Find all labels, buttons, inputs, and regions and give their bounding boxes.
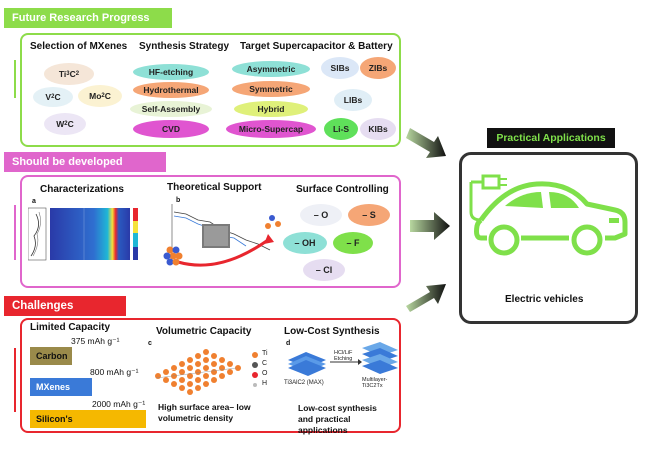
future-research-header: Future Research Progress — [4, 8, 172, 28]
limited-capacity-title: Limited Capacity — [30, 322, 111, 333]
synthesis-title: Synthesis Strategy — [139, 41, 230, 52]
develop-side-line — [14, 205, 16, 260]
develop-header: Should be developed — [4, 152, 166, 172]
surface-title: Surface Controlling — [296, 184, 389, 195]
silicon-bar: Silicon's — [30, 410, 146, 428]
panel-b-label: b — [176, 197, 181, 204]
volumetric-lattice — [155, 349, 241, 395]
future-research-panel — [20, 33, 401, 147]
arrow-middle-icon — [410, 212, 450, 240]
battery-pill: LIBs — [334, 89, 372, 111]
battery-pill: KIBs — [360, 118, 396, 140]
silicon-value: 2000 mAh g⁻¹ — [92, 399, 146, 409]
synthesis-pill: CVD — [133, 120, 209, 138]
target-title: Target Supercapacitor & Battery — [240, 41, 393, 52]
mxenes-title: Selection of MXenes — [30, 41, 128, 52]
synthesis-pill: Hydrothermal — [133, 82, 209, 98]
synthesis-pill: HF-etching — [133, 64, 209, 80]
termination-pill: – O — [300, 204, 342, 226]
legend-o: O — [262, 370, 268, 377]
supercap-pill: Hybrid — [234, 101, 308, 117]
challenges-side-line — [14, 348, 16, 412]
legend-c-dot — [252, 362, 258, 368]
arrows — [406, 128, 450, 312]
mxenes-value: 800 mAh g⁻¹ — [90, 367, 139, 377]
practical-panel — [459, 152, 638, 324]
volumetric-title: Volumetric Capacity — [156, 326, 252, 337]
supercap-pill: Micro-Supercap — [226, 120, 316, 138]
volumetric-caption: High surface area– low volumetric densit… — [158, 402, 251, 423]
legend-h: H — [262, 380, 268, 387]
challenges-header: Challenges — [4, 296, 126, 316]
carbon-value: 375 mAh g⁻¹ — [71, 336, 120, 346]
termination-pill: – S — [348, 204, 390, 226]
electric-vehicles-caption: Electric vehicles — [505, 294, 584, 305]
future-side-line — [14, 60, 16, 98]
panel-d-label: d — [286, 340, 291, 347]
battery-pill: ZIBs — [360, 57, 396, 79]
practical-header: Practical Applications — [487, 128, 615, 148]
arrow-bottom-icon — [406, 284, 446, 312]
legend-ti: Ti — [262, 350, 268, 357]
legend-o-dot — [252, 372, 258, 378]
low-cost-caption: Low-cost synthesis and practical applica… — [298, 403, 377, 435]
challenges-panel — [20, 318, 401, 433]
panel-c-label: c — [148, 340, 152, 347]
synthesis-layers — [288, 342, 398, 376]
termination-pill: – F — [333, 232, 373, 254]
low-cost-title: Low-Cost Synthesis — [284, 326, 380, 337]
synthesis-pill: Self-Assembly — [130, 101, 212, 117]
max-label: Ti3AlC2 (MAX) — [284, 380, 324, 386]
legend-ti-dot — [252, 352, 258, 358]
characterizations-title: Characterizations — [40, 184, 124, 195]
theoretical-plot — [163, 204, 281, 267]
characterization-plot — [28, 207, 138, 261]
theoretical-title: Theoretical Support — [167, 182, 262, 193]
termination-pill: – OH — [283, 232, 327, 254]
multilayer-label: Multilayer-Ti3C2Tx — [362, 377, 388, 389]
battery-pill: Li-S — [324, 118, 358, 140]
develop-panel — [20, 175, 401, 288]
panel-a-label: a — [32, 198, 36, 205]
etch-label: HCl/LiF Etching — [334, 350, 353, 362]
carbon-bar: Carbon — [30, 347, 72, 365]
termination-pill: – Cl — [303, 259, 345, 281]
legend-h-dot — [253, 383, 257, 387]
supercap-pill: Symmetric — [232, 81, 310, 97]
electric-car-icon — [469, 174, 628, 256]
mxenes-bar: MXenes — [30, 378, 92, 396]
arrow-top-icon — [406, 128, 446, 158]
supercap-pill: Asymmetric — [232, 61, 310, 77]
legend-c: C — [262, 360, 268, 367]
battery-pill: SIBs — [321, 57, 359, 79]
